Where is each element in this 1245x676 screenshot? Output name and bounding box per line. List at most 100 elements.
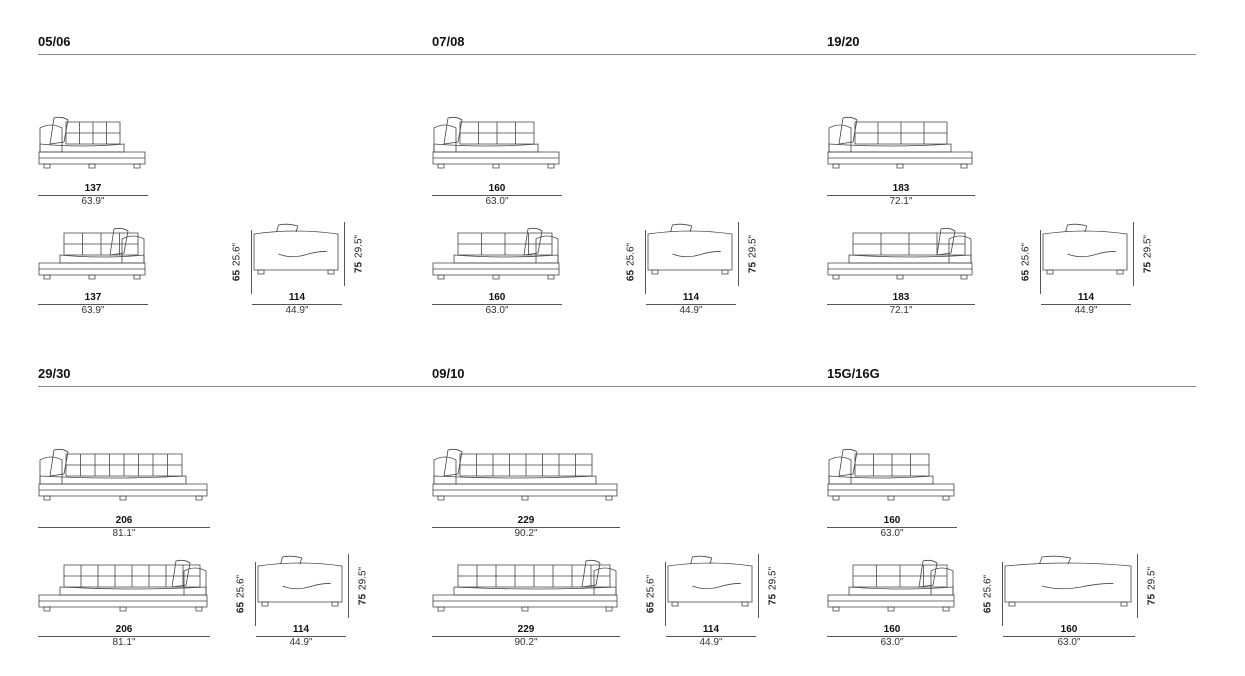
section-divider (827, 386, 1196, 387)
section-title: 15G/16G (827, 366, 880, 381)
sofa-front-view-mirrored (827, 559, 955, 617)
sofa-front-view-mirrored (827, 227, 973, 285)
dimension-cm: 160 (488, 183, 506, 194)
vertical-dimension-label: 6525.6" (232, 243, 243, 281)
section-title: 19/20 (827, 34, 860, 49)
overall-height-dimension: 75 29.5" (344, 222, 374, 286)
dimension-cm: 65 (982, 601, 994, 614)
sofa-front-view (38, 448, 208, 506)
dimension-cm: 75 (767, 593, 779, 606)
dimension-inch: 29.5" (353, 234, 365, 258)
section-title: 29/30 (38, 366, 71, 381)
dimension-cm: 229 (517, 624, 535, 635)
section-divider (432, 386, 1196, 387)
section-title: 09/10 (432, 366, 465, 381)
dimension-cm: 114 (1077, 292, 1095, 303)
dimension-cm: 183 (892, 183, 910, 194)
dimension-cm: 65 (231, 269, 243, 282)
sofa-front-view-mirrored (38, 559, 208, 617)
section-title: 05/06 (38, 34, 71, 49)
dimension-cm: 137 (84, 183, 102, 194)
dimension-line (738, 222, 739, 286)
dimension-inch: 44.9" (256, 636, 346, 648)
dimension-inch: 29.5" (1146, 566, 1158, 590)
seat-height-dimension: 6525.6" (226, 562, 256, 626)
sofa-side-view (1041, 224, 1129, 280)
vertical-dimension-label: 6525.6" (1021, 243, 1032, 281)
sofa-side-view (256, 556, 344, 612)
dimension-inch: 63.0" (827, 527, 957, 539)
sofa-front-view (38, 116, 146, 174)
overall-height-dimension: 7529.5" (348, 554, 378, 618)
dimension-cm: 65 (645, 601, 657, 614)
dimension-inch: 25.6" (645, 574, 657, 598)
dimension-cm: 114 (288, 292, 306, 303)
dimension-cm: 206 (115, 624, 133, 635)
dimension-inch: 44.9" (646, 304, 736, 316)
overall-height-dimension: 7529.5" (1137, 554, 1167, 618)
dimension-inch: 44.9" (1041, 304, 1131, 316)
sofa-side-view (1003, 556, 1133, 612)
dimension-inch: 81.1" (38, 636, 210, 648)
vertical-dimension-label: 6525.6" (236, 575, 247, 613)
dimension-inch: 25.6" (982, 574, 994, 598)
sofa-front-view-mirrored (432, 227, 560, 285)
vertical-dimension-label: 7529.5" (768, 567, 779, 605)
dimension-cm: 75 (357, 593, 369, 606)
dimension-inch: 44.9" (666, 636, 756, 648)
dimension-inch: 72.1" (827, 195, 975, 207)
dimension-cm: 183 (892, 292, 910, 303)
dimension-line (645, 230, 646, 294)
sofa-side-view (646, 224, 734, 280)
dimension-line (348, 554, 349, 618)
sofa-front-view (432, 448, 618, 506)
dimension-cm: 65 (1020, 269, 1032, 282)
dimension-cm: 65 (235, 601, 247, 614)
dimension-cm: 160 (1060, 624, 1078, 635)
sofa-side-view (252, 224, 340, 280)
dimension-line (665, 562, 666, 626)
seat-height-dimension: 6525.6" (616, 230, 646, 294)
dimension-inch: 63.0" (432, 304, 562, 316)
dimension-cm: 206 (115, 515, 133, 526)
dimension-inch: 63.0" (432, 195, 562, 207)
dimension-line (1040, 230, 1041, 294)
sofa-front-view-mirrored (432, 559, 618, 617)
dimension-line (344, 222, 345, 286)
sofa-side-view (666, 556, 754, 612)
dimension-cm: 75 (1142, 261, 1154, 274)
dimension-cm: 114 (702, 624, 720, 635)
section-divider (432, 54, 1196, 55)
dimension-cm: 75 (747, 261, 759, 274)
dimension-inch: 72.1" (827, 304, 975, 316)
seat-height-dimension: 6525.6" (222, 230, 252, 294)
dimension-cm: 65 (625, 269, 637, 282)
seat-height-dimension: 6525.6" (1011, 230, 1041, 294)
dimension-cm: 160 (883, 515, 901, 526)
dimension-inch: 63.9" (38, 304, 148, 316)
dimension-line (1133, 222, 1134, 286)
dimension-line (758, 554, 759, 618)
dimension-cm: 114 (682, 292, 700, 303)
dimension-inch: 29.5" (747, 234, 759, 258)
vertical-dimension-label: 65 25.6" (646, 575, 657, 613)
dimension-inch: 90.2" (432, 527, 620, 539)
dimension-cm: 75 (353, 261, 365, 274)
dimension-inch: 90.2" (432, 636, 620, 648)
section-divider (827, 54, 1196, 55)
dimension-inch: 44.9" (252, 304, 342, 316)
dimension-inch: 63.9" (38, 195, 148, 207)
sofa-front-view (432, 116, 560, 174)
